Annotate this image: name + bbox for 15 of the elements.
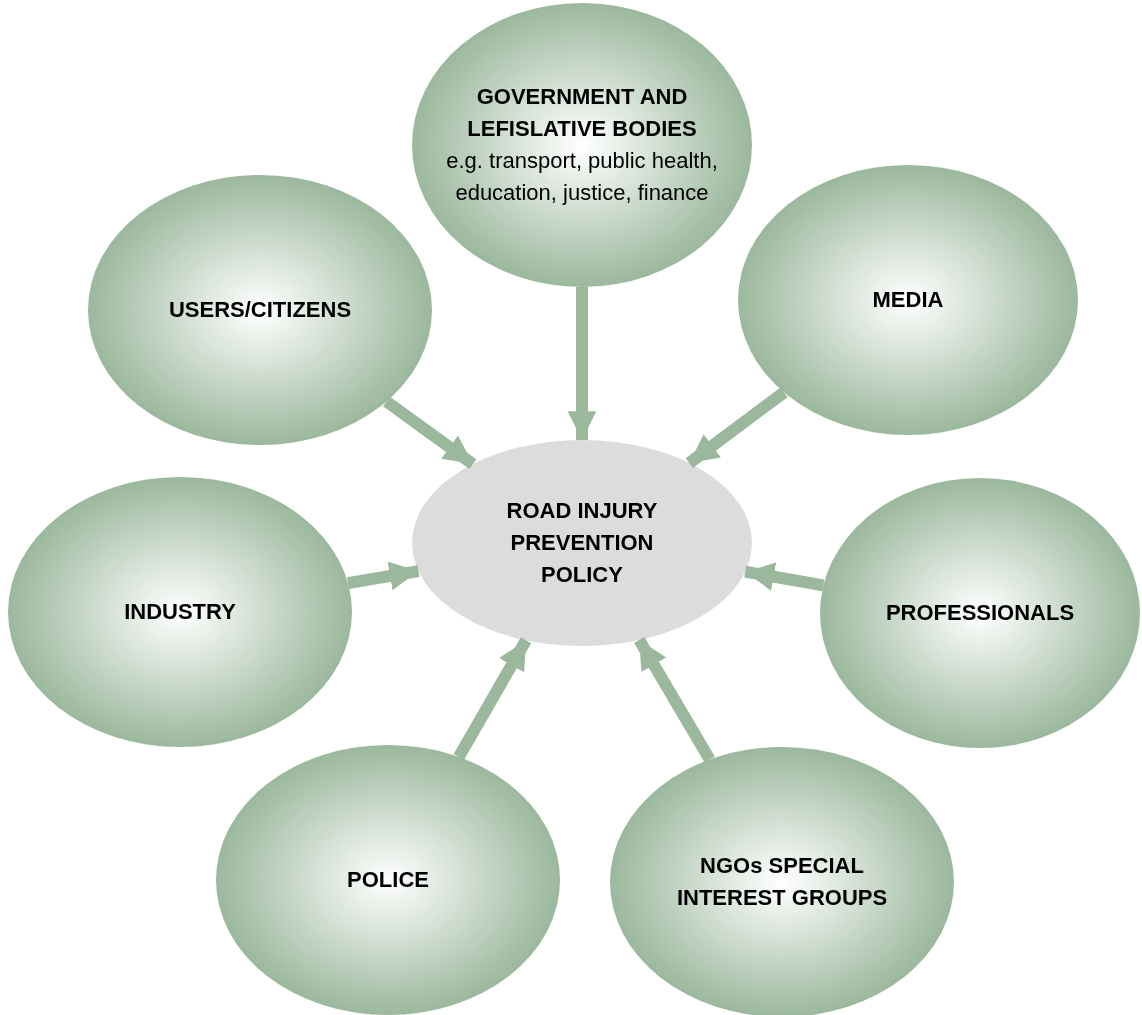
node-heading: NGOs SPECIAL INTEREST GROUPS <box>675 852 889 912</box>
arrow <box>744 562 825 592</box>
arrow <box>382 396 477 469</box>
arrow <box>567 287 597 440</box>
arrow <box>347 561 420 591</box>
node-description: e.g. transport, public health, education, justice, finance <box>446 147 718 207</box>
node-heading: PROFESSIONALS <box>885 599 1075 627</box>
node-heading: USERS/CITIZENS <box>168 296 352 324</box>
arrow <box>634 636 715 763</box>
arrow <box>453 637 532 760</box>
node-heading: INDUSTRY <box>124 598 236 626</box>
node-heading: MEDIA <box>872 286 944 314</box>
node-heading: ROAD INJURY PREVENTION POLICY <box>505 497 659 589</box>
arrow <box>685 387 788 468</box>
node-heading: POLICE <box>347 866 429 894</box>
